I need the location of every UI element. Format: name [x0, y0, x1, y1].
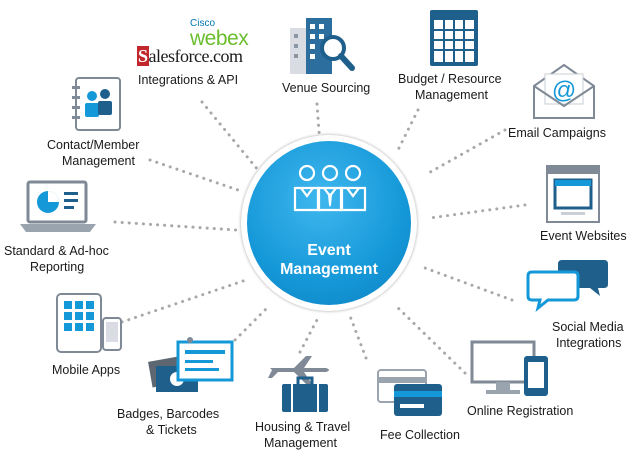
label-event-websites: Event Websites [540, 229, 627, 243]
address-book-icon [72, 77, 121, 131]
label-reporting-line1: Standard & Ad-hoc [4, 244, 109, 258]
building-search-icon [290, 18, 355, 74]
label-venue-sourcing: Venue Sourcing [282, 81, 371, 95]
cisco-logo-text: Cisco [190, 18, 216, 29]
webex-logo: webex [190, 27, 249, 50]
label-social-line1: Social Media [552, 320, 624, 334]
laptop-pie-chart-icon [20, 180, 96, 232]
speech-bubbles-icon [526, 260, 608, 312]
plane-suitcase-icon [268, 356, 329, 412]
label-online-registration: Online Registration [467, 404, 574, 418]
label-mobile-apps: Mobile Apps [52, 363, 121, 377]
tablet-phone-icon [56, 293, 122, 353]
label-badges-line2: & Tickets [146, 423, 197, 437]
label-contact-line1: Contact/Member [47, 138, 140, 152]
money-badge-icon [148, 337, 234, 392]
hub-circle: Event Management [247, 141, 411, 305]
hub-title-line1: Event [307, 242, 351, 259]
label-housing-line1: Housing & Travel [255, 420, 351, 434]
calendar-sheet-icon [430, 10, 478, 66]
people-icon [293, 164, 367, 212]
salesforce-logo-mark: S [137, 46, 149, 66]
label-budget-line2: Management [415, 88, 488, 102]
browser-window-icon [546, 165, 600, 223]
event-management-hub: Event Management [241, 135, 417, 311]
hub-title-line2: Management [280, 261, 378, 278]
label-email-campaigns: Email Campaigns [508, 126, 606, 140]
salesforce-logo-text: alesforce.com [148, 46, 243, 66]
label-integrations-api: Integrations & API [138, 73, 239, 87]
credit-card-icon [377, 369, 442, 416]
salesforce-logo: Salesforce.com [137, 46, 243, 67]
email-at-icon: @ [533, 63, 595, 119]
label-badges-line1: Badges, Barcodes [117, 407, 220, 421]
desktop-phone-icon [470, 340, 548, 396]
label-reporting-line2: Reporting [30, 260, 85, 274]
label-budget-line1: Budget / Resource [398, 72, 502, 86]
label-contact-line2: Management [62, 154, 135, 168]
label-fee-collection: Fee Collection [380, 428, 460, 442]
label-social-line2: Integrations [556, 336, 622, 350]
label-housing-line2: Management [264, 436, 337, 450]
